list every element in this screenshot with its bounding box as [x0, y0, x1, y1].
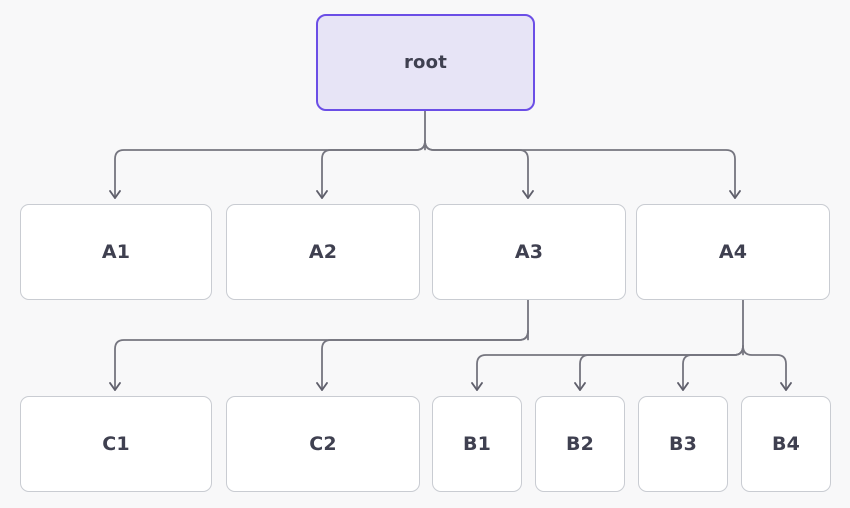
- node-label-a1: A1: [101, 240, 131, 263]
- arrowhead-a3-bus-0: [109, 382, 121, 391]
- arrowhead-a3-bus-1: [316, 382, 328, 391]
- node-b4[interactable]: B4: [741, 396, 831, 492]
- node-label-b2: B2: [565, 432, 595, 455]
- arrowhead-root-bus-0: [109, 190, 121, 199]
- edge-a4-bus-branch-2: [682, 345, 744, 391]
- node-root[interactable]: root: [316, 14, 535, 111]
- node-label-a4: A4: [718, 240, 748, 263]
- arrowhead-a4-bus-2: [677, 382, 689, 391]
- arrowhead-root-bus-2: [522, 190, 534, 199]
- node-a4[interactable]: A4: [636, 204, 830, 300]
- edge-root-bus-branch-2: [424, 140, 529, 199]
- node-c2[interactable]: C2: [226, 396, 420, 492]
- node-label-a3: A3: [514, 240, 544, 263]
- node-label-c1: C1: [102, 432, 130, 455]
- node-a2[interactable]: A2: [226, 204, 420, 300]
- node-label-c2: C2: [309, 432, 337, 455]
- edge-a4-bus-branch-1: [579, 345, 744, 391]
- node-label-b4: B4: [771, 432, 801, 455]
- edge-root-bus-branch-1: [321, 140, 426, 199]
- node-label-a2: A2: [308, 240, 338, 263]
- edge-a3-bus-branch-1: [321, 330, 529, 391]
- arrowhead-root-bus-1: [316, 190, 328, 199]
- node-c1[interactable]: C1: [20, 396, 212, 492]
- node-a1[interactable]: A1: [20, 204, 212, 300]
- edge-a4-bus-branch-3: [742, 345, 787, 391]
- edge-a3-bus-branch-0: [114, 330, 529, 391]
- edge-a4-bus-branch-0: [476, 345, 744, 391]
- node-label-b1: B1: [462, 432, 492, 455]
- node-b3[interactable]: B3: [638, 396, 728, 492]
- arrowhead-a4-bus-3: [780, 382, 792, 391]
- node-label-root: root: [403, 51, 447, 73]
- edge-root-bus-branch-0: [114, 140, 426, 199]
- edge-root-bus-branch-3: [424, 140, 736, 199]
- node-label-b3: B3: [668, 432, 698, 455]
- arrowhead-root-bus-3: [729, 190, 741, 199]
- arrowhead-a4-bus-1: [574, 382, 586, 391]
- node-a3[interactable]: A3: [432, 204, 626, 300]
- node-b1[interactable]: B1: [432, 396, 522, 492]
- arrowhead-a4-bus-0: [471, 382, 483, 391]
- node-b2[interactable]: B2: [535, 396, 625, 492]
